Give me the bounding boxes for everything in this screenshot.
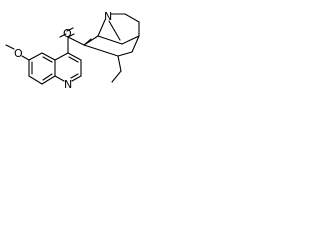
methoxy-group (5, 44, 30, 61)
carbonyl-linker (59, 27, 85, 54)
ethyl-group (111, 55, 122, 83)
carbonyl-oxygen-label: O (63, 27, 72, 40)
structure-svg: O O N N (5, 10, 140, 91)
quinuclidine-nitrogen-label: N (104, 10, 112, 23)
quinuclidine-cage (83, 13, 140, 57)
pyridine-ring (54, 52, 82, 82)
chemical-structure-diagram: O O N N (0, 0, 153, 118)
benzene-ring (28, 52, 56, 85)
quinoline-nitrogen-label: N (64, 78, 72, 91)
methoxy-oxygen-label: O (14, 47, 23, 60)
